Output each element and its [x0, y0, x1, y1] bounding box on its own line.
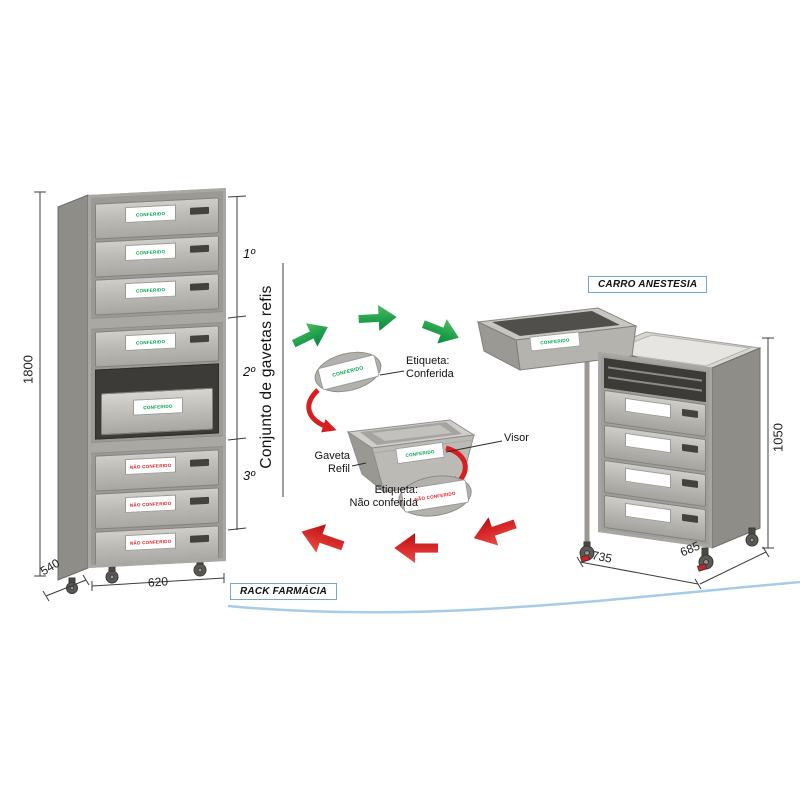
drawer-handle-icon: [189, 458, 210, 467]
rack-drawer-4: CONFERIDO: [95, 325, 219, 368]
dimension-lines-cart: [576, 337, 774, 590]
label-gaveta-refil: Gaveta Refil: [296, 450, 350, 476]
label-line: Não conferida: [349, 497, 419, 510]
label-line: Conferida: [406, 368, 454, 381]
drawer-handle-icon: [189, 334, 210, 343]
cart-front-panel: [598, 352, 712, 549]
drawer-handle-icon: [682, 443, 698, 454]
cart-casters: [579, 527, 759, 572]
drawer-label-plate: CONFERIDO: [125, 280, 177, 300]
drawer-handle-icon: [189, 206, 210, 215]
label-etiqueta-conferida: Etiqueta: Conferida: [406, 355, 454, 381]
drawer-set-title: Conjunto de gavetas refis: [258, 285, 275, 469]
label-line: Gaveta: [314, 450, 350, 462]
drawer-label-plate: NÃO CONFERIDO: [125, 532, 177, 552]
rack-drawer-7: NÃO CONFERIDO: [95, 525, 219, 568]
refill-tray-in-rack: CONFERIDO: [101, 387, 213, 436]
rack-drawer-5: NÃO CONFERIDO: [95, 449, 219, 492]
dimension-1800-label: 1800: [20, 355, 36, 384]
drawer-label-plate: NÃO CONFERIDO: [125, 456, 177, 476]
drawer-label-plate: [625, 502, 671, 524]
drawer-handle-icon: [189, 244, 210, 253]
drawer-group-2-label: 2º: [243, 364, 255, 379]
drawer-handle-icon: [189, 534, 210, 543]
drawer-label-plate: [625, 397, 671, 419]
label-etiqueta-nao-conferida: Etiqueta: Não conferida: [320, 484, 419, 510]
dimension-620-label: 620: [147, 574, 169, 590]
rack-drawer-1: CONFERIDO: [95, 197, 219, 240]
drawer-label-plate: NÃO CONFERIDO: [125, 494, 177, 514]
drawer-handle-icon: [682, 513, 698, 524]
drawer-handle-icon: [189, 496, 210, 505]
drawer-handle-icon: [682, 408, 698, 419]
rack-drawer-2: CONFERIDO: [95, 235, 219, 278]
drawer-label-plate: CONFERIDO: [125, 332, 177, 352]
label-line: Etiqueta:: [406, 355, 450, 367]
drawer-label-plate: CONFERIDO: [125, 242, 177, 262]
drawer-label-plate: [625, 432, 671, 454]
rack-side-panel: [57, 194, 89, 581]
drawer-label-plate: [625, 467, 671, 489]
rack-drawer-3: CONFERIDO: [95, 273, 219, 316]
drawer-group-3-label: 3º: [243, 468, 255, 483]
drawer-handle-icon: [682, 478, 698, 489]
drawer-group-1-label: 1º: [243, 246, 255, 261]
cart-handle-pole: [584, 353, 590, 544]
label-line: Etiqueta:: [374, 484, 418, 496]
rack-drawer-6: NÃO CONFERIDO: [95, 487, 219, 530]
swoosh-line: [227, 580, 800, 614]
tray-label-plate: CONFERIDO: [132, 397, 184, 416]
rack-open-slot: CONFERIDO: [95, 363, 219, 440]
dimension-1050-label: 1050: [770, 423, 786, 452]
cart-caption-box: CARRO ANESTESIA: [588, 276, 708, 293]
label-visor: Visor: [504, 432, 529, 444]
dimension-lines-rack: [34, 191, 225, 602]
rack-caption-box: RACK FARMÁCIA: [230, 583, 338, 600]
cart-side-panel: [711, 347, 761, 549]
label-line: Refil: [327, 463, 350, 476]
drawer-label-plate: CONFERIDO: [125, 204, 177, 224]
drawer-handle-icon: [189, 282, 210, 291]
drawer-group-bracket: [227, 195, 284, 531]
rack-front-panel: CONFERIDO CONFERIDO CONFERIDO CONFERIDO …: [88, 188, 226, 568]
